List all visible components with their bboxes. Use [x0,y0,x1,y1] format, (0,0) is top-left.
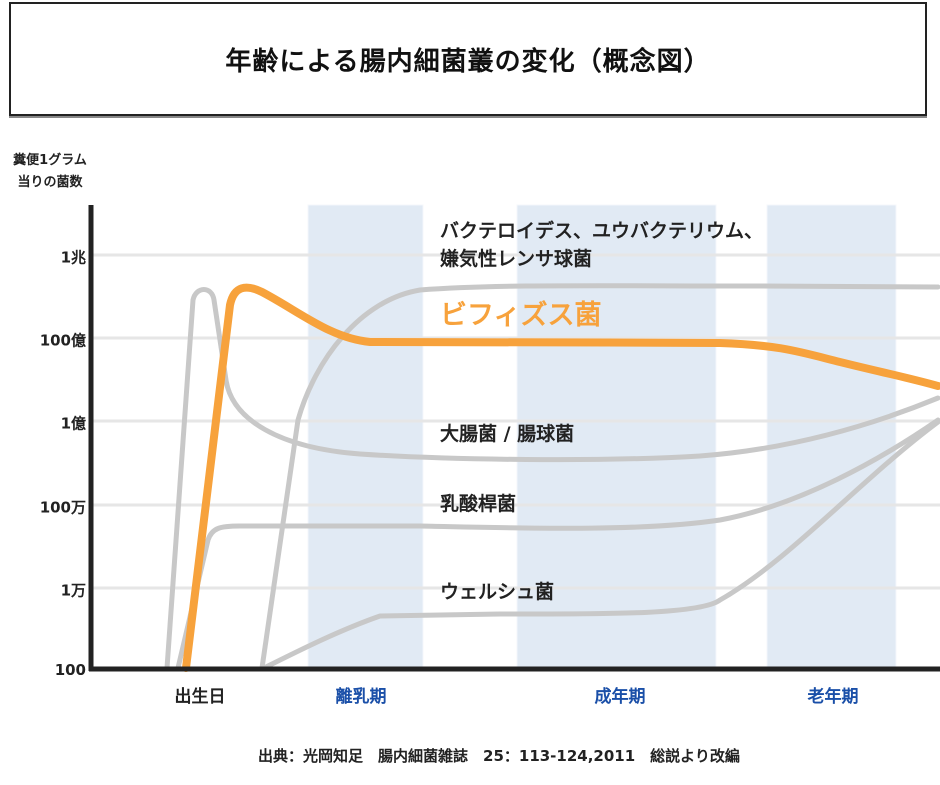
curve-ecoli [164,287,940,671]
source-citation: 出典：光岡知足 腸内細菌雑誌 25：113-124,2011 総説より改編 [258,747,740,765]
y-tick-1oku: 1億 [60,414,86,433]
label-bacteroides: バクテロイデス、ユウバクテリウム、 嫌気性レンサ球菌 [440,217,763,273]
stage-band-elderly [766,204,897,671]
chart-title-box: 年齢による腸内細菌叢の変化（概念図） [9,2,927,116]
y-tick-1man: 1万 [60,581,86,600]
y-axis-unit-line2: 当りの菌数 [17,175,83,190]
label-welchii: ウェルシュ菌 [440,581,555,603]
stage-band-adult [516,204,717,671]
y-axis-unit-label: 糞便1グラム 当りの菌数 [0,150,100,194]
label-ecoli: 大腸菌 / 腸球菌 [440,423,575,445]
curve-lacto [175,417,940,671]
y-tick-100: 100 [54,661,86,679]
grid-lines [93,253,940,590]
x-tick-weaning: 離乳期 [335,687,387,707]
label-bacteroides-line2: 嫌気性レンサ球菌 [440,248,593,270]
stage-band-weaning [307,204,424,671]
label-lacto: 乳酸桿菌 [440,493,517,515]
curve-bacteroides [259,283,940,671]
y-tick-100man: 100万 [39,498,86,517]
chart-title: 年齢による腸内細菌叢の変化（概念図） [225,46,711,77]
x-tick-birth: 出生日 [174,687,226,707]
x-tick-elderly: 老年期 [807,687,859,707]
curve-bifido [182,283,940,672]
x-tick-adult: 成年期 [594,687,646,707]
curve-welchii [261,419,940,671]
y-tick-1cho: 1兆 [60,248,86,267]
y-axis-unit-line1: 糞便1グラム [13,153,87,168]
y-tick-100oku: 100億 [39,331,86,350]
label-bacteroides-line1: バクテロイデス、ユウバクテリウム、 [440,220,764,242]
label-bifido: ビフィズス菌 [440,300,602,331]
